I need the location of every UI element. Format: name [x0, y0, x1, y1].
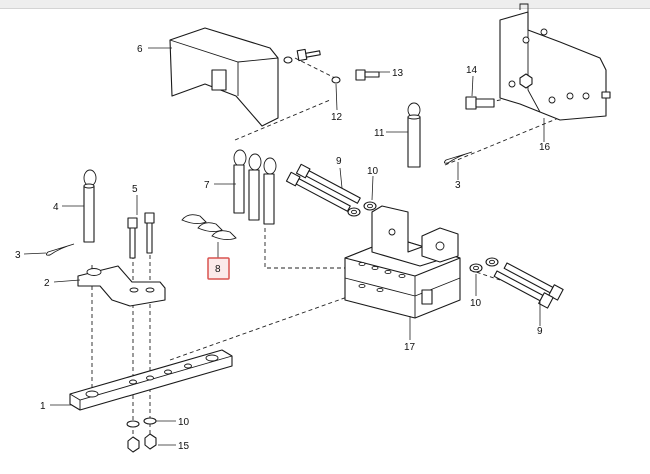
part-washers-nuts-bottom[interactable] [126, 417, 157, 453]
part-bolts-5[interactable] [127, 212, 155, 259]
callout-2: 2 [44, 278, 50, 289]
callout-5: 5 [132, 184, 138, 195]
part-long-bolts-lower[interactable] [493, 260, 564, 309]
callout-8-highlight[interactable] [207, 257, 230, 280]
callout-9-upper: 9 [336, 156, 342, 167]
callout-3-right: 3 [455, 180, 461, 191]
part-long-bolts-upper[interactable] [285, 163, 361, 213]
top-bar [0, 0, 650, 9]
part-drawbar[interactable] [69, 349, 233, 411]
part-r-clip-right[interactable] [443, 151, 473, 164]
callout-15: 15 [178, 441, 190, 452]
part-washers-middle[interactable] [347, 201, 377, 217]
part-washers-right[interactable] [469, 257, 499, 273]
callout-13: 13 [392, 68, 404, 79]
callout-14: 14 [466, 65, 478, 76]
callout-10-bottom: 10 [178, 417, 190, 428]
callout-10-right: 10 [470, 298, 482, 309]
part-ring-pin[interactable] [83, 169, 97, 243]
part-hitch-housing[interactable] [344, 205, 461, 319]
callout-6: 6 [137, 44, 143, 55]
leader-lines [23, 47, 545, 446]
callout-17: 17 [404, 342, 416, 353]
part-pin-14[interactable] [465, 96, 495, 110]
callout-8: 8 [215, 264, 221, 275]
part-cover[interactable] [169, 27, 279, 127]
callout-3-left: 3 [15, 250, 21, 261]
part-r-clip-left[interactable] [45, 243, 75, 256]
part-ring-pins-7[interactable] [233, 149, 277, 225]
callout-10-middle: 10 [367, 166, 379, 177]
callout-12: 12 [331, 112, 343, 123]
callout-9-lower: 9 [537, 326, 543, 337]
callout-1: 1 [40, 401, 46, 412]
part-hitch-bracket[interactable] [77, 265, 166, 307]
part-bolt-washer-top[interactable] [283, 48, 380, 84]
callout-7: 7 [204, 180, 210, 191]
part-bracket-plate[interactable] [499, 3, 611, 121]
part-pin-11[interactable] [407, 102, 421, 168]
callout-16: 16 [539, 142, 551, 153]
callout-4: 4 [53, 202, 59, 213]
callouts: 1 2 3 4 5 6 7 8 9 10 11 12 13 14 3 16 10… [15, 44, 551, 452]
callout-11: 11 [374, 128, 385, 139]
part-r-clips-8[interactable] [181, 214, 237, 241]
